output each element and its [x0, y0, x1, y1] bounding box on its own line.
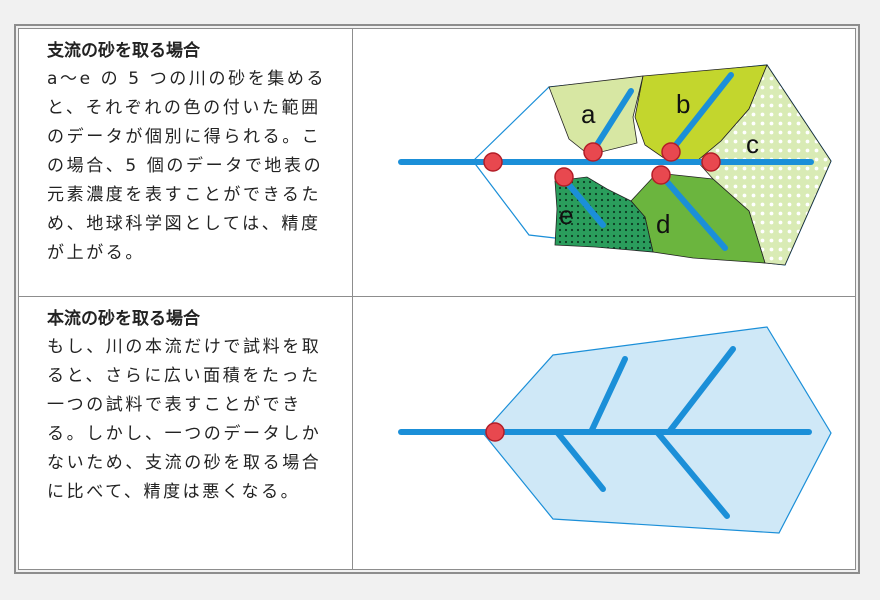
row-main-river: 本流の砂を取る場合 もし、川の本流だけで試料を取ると、さらに広い面積をたった一つ… [19, 297, 855, 569]
main-river-diagram [398, 326, 832, 534]
sample-point-main [483, 152, 503, 172]
sample-point-a [583, 142, 603, 162]
sample-point-main-only [485, 422, 505, 442]
branch-2-up [666, 346, 736, 435]
label-b: b [676, 89, 690, 119]
branch-1-down [554, 429, 606, 492]
sample-point-b [661, 142, 681, 162]
branch-2-down [654, 429, 730, 519]
main-river-text-cell: 本流の砂を取る場合 もし、川の本流だけで試料を取ると、さらに広い面積をたった一つ… [19, 297, 353, 569]
label-c: c [746, 129, 759, 159]
tributary-heading: 支流の砂を取る場合 [47, 41, 200, 61]
sample-point-e [554, 167, 574, 187]
tributary-diagram: a b c d e [398, 64, 832, 266]
tributary-a [590, 88, 634, 154]
tributary-e [561, 176, 606, 228]
tributary-b [668, 72, 734, 154]
tributary-d [658, 172, 728, 251]
main-river-diagram-cell [353, 297, 855, 569]
label-e: e [559, 200, 573, 230]
tributary-diagram-cell: a b c d e [353, 29, 855, 296]
label-d: d [656, 209, 670, 239]
row-tributary: 支流の砂を取る場合 a〜e の 5 つの川の砂を集めると、それぞれの色の付いた範… [19, 29, 855, 297]
label-a: a [581, 99, 596, 129]
comparison-table: 支流の砂を取る場合 a〜e の 5 つの川の砂を集めると、それぞれの色の付いた範… [18, 28, 856, 570]
main-river-heading: 本流の砂を取る場合 [47, 309, 200, 329]
main-river-description: もし、川の本流だけで試料を取ると、さらに広い面積をたった一つの試料で表すことがで… [47, 337, 322, 502]
tributary-text-cell: 支流の砂を取る場合 a〜e の 5 つの川の砂を集めると、それぞれの色の付いた範… [19, 29, 353, 296]
branch-1-up [588, 356, 628, 435]
sample-point-d [651, 165, 671, 185]
sample-point-c [701, 152, 721, 172]
tributary-description: a〜e の 5 つの川の砂を集めると、それぞれの色の付いた範囲のデータが個別に得… [47, 69, 327, 263]
